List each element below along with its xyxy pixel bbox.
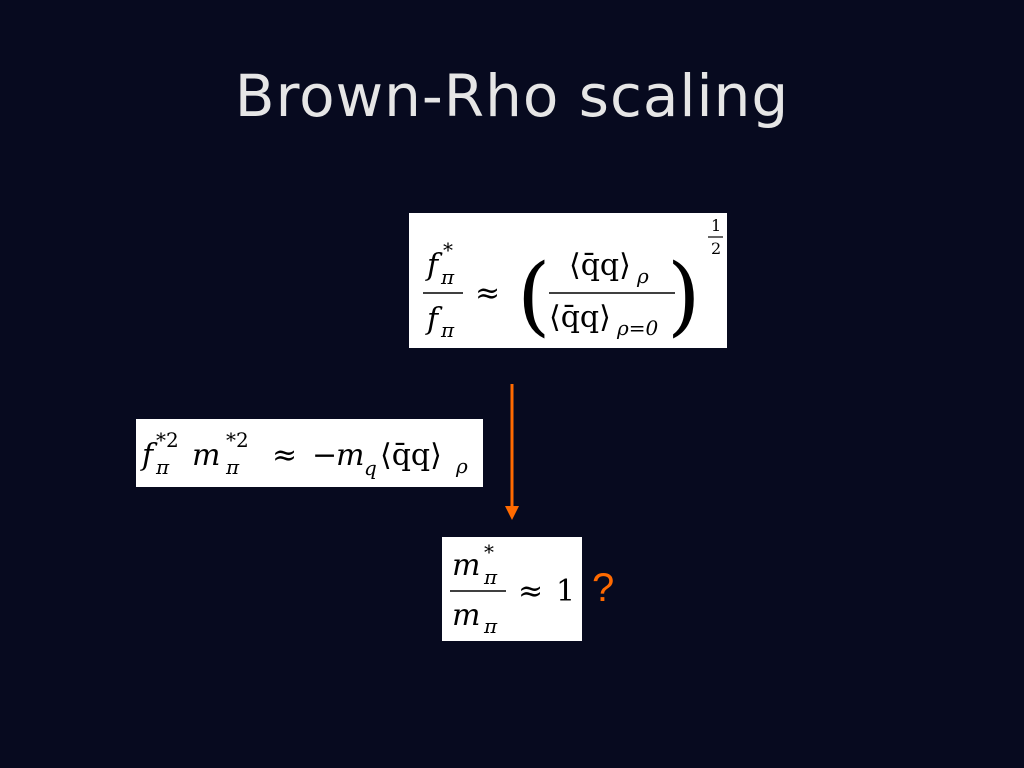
eq2-mq-sub: q [364,456,377,480]
eq1-lhs-num-sub: π [440,265,455,289]
equation-gmor: f *2 π m *2 π ≈ − m q ⟨q̄q⟩ ρ [136,419,483,487]
eq1-paren-left: ( [517,246,551,346]
eq1-lhs-num-sup: * [443,238,453,262]
eq2-condensate-sub: ρ [455,454,468,478]
eq2-condensate: ⟨q̄q⟩ [380,438,442,473]
eq3-den-base: m [452,598,480,633]
down-arrow-icon [505,384,519,520]
eq2-mq: m [336,438,364,473]
eq2-f-sub: π [155,455,170,479]
slide-title: Brown-Rho scaling [234,62,790,130]
question-mark: ? [592,566,615,610]
eq1-exponent-den: 2 [711,239,721,258]
eq1-paren-right: ) [667,246,701,346]
eq3-num-base: m [452,548,480,583]
eq2-m-sub: π [225,455,240,479]
eq2-minus: − [312,438,337,473]
eq3-value: 1 [556,574,575,609]
equation-gmor-svg: f *2 π m *2 π ≈ − m q ⟨q̄q⟩ ρ [140,428,468,480]
eq3-relation: ≈ [518,574,543,609]
eq3-num-sup: * [484,540,494,564]
eq2-m-sup: *2 [226,428,249,452]
eq2-f-sup: *2 [156,428,179,452]
eq1-exponent-num: 1 [711,216,721,235]
equation-fpi-ratio: f * π f π ≈ ( ) ⟨q̄q⟩ ρ ⟨q̄q⟩ ρ=0 1 2 [409,213,727,348]
eq1-rhs-den: ⟨q̄q⟩ [549,300,611,335]
equation-mass-ratio: m * π m π ≈ 1 [442,537,582,641]
equation-fpi-ratio-svg: f * π f π ≈ ( ) ⟨q̄q⟩ ρ ⟨q̄q⟩ ρ=0 1 2 [423,216,723,346]
eq3-den-sub: π [483,614,498,638]
eq1-rhs-num: ⟨q̄q⟩ [569,248,631,283]
eq2-relation: ≈ [272,438,297,473]
eq1-lhs-den-sub: π [440,318,455,342]
eq2-m: m [192,438,220,473]
eq1-rhs-num-sub: ρ [636,264,649,288]
equation-mass-ratio-svg: m * π m π ≈ 1 [450,540,575,638]
eq1-relation: ≈ [475,276,500,311]
eq3-num-sub: π [483,565,498,589]
eq1-rhs-den-sub: ρ=0 [616,316,659,340]
